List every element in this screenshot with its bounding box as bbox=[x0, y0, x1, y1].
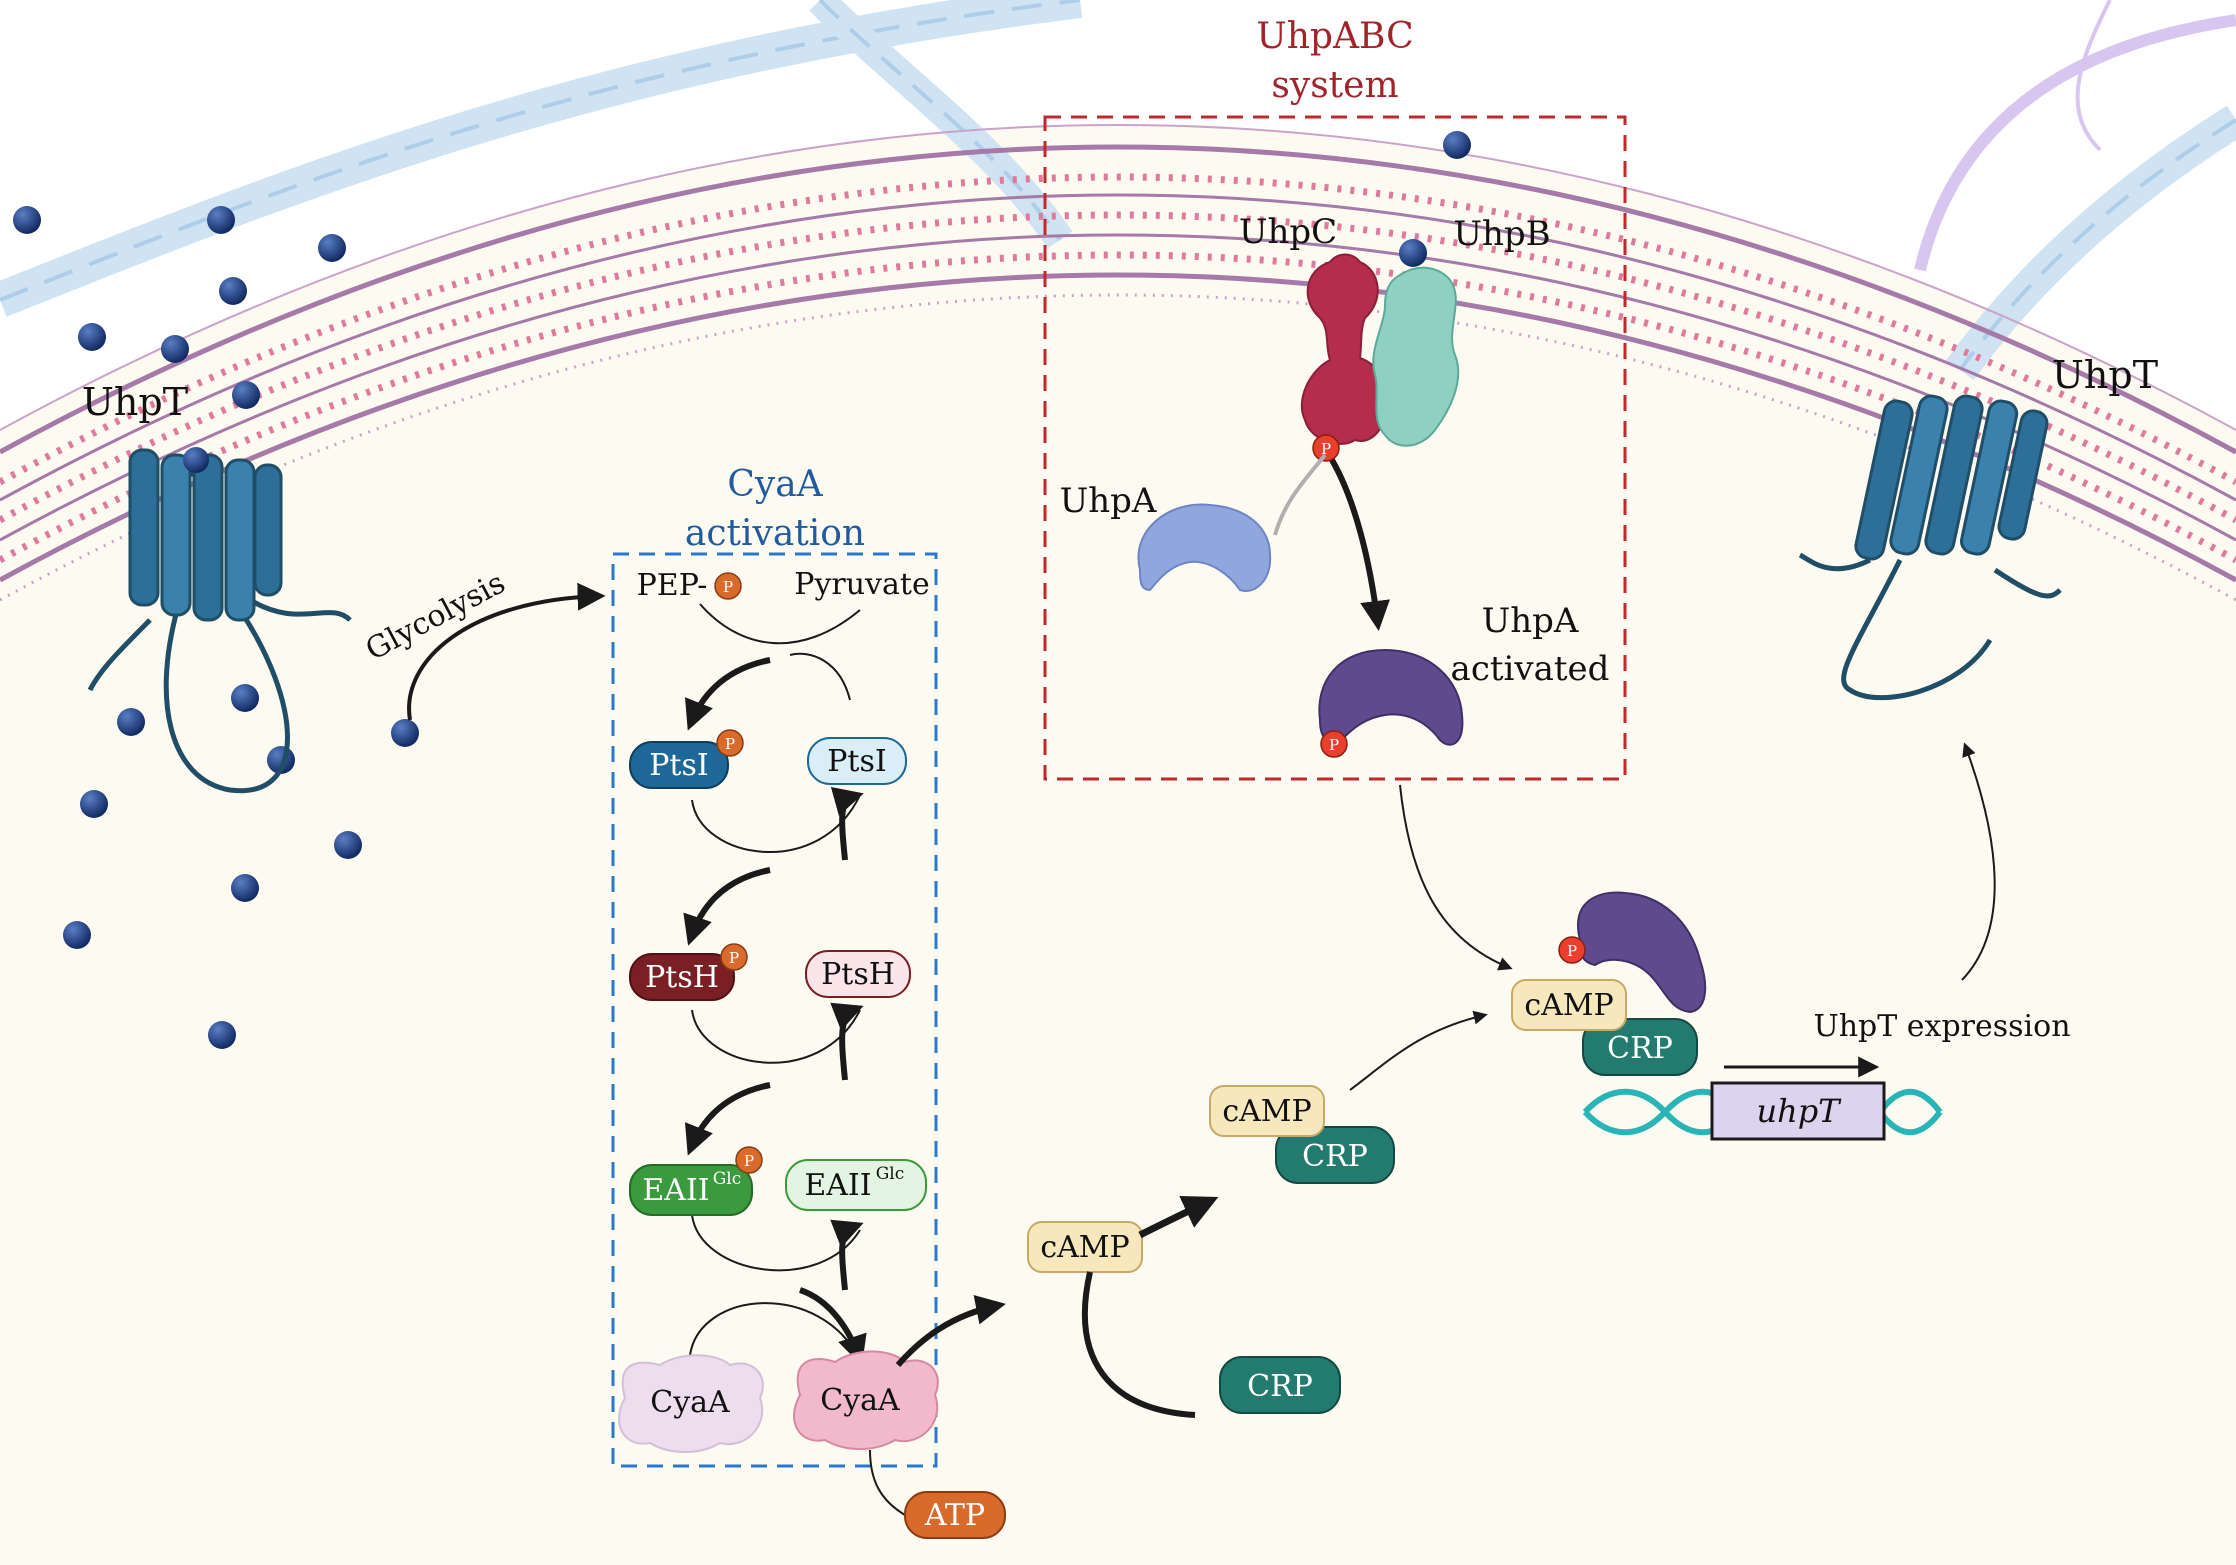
svg-text:CRP: CRP bbox=[1607, 1031, 1673, 1066]
svg-text:cAMP: cAMP bbox=[1040, 1230, 1129, 1265]
svg-text:Glc: Glc bbox=[876, 1164, 905, 1184]
pyruvate-label: Pyruvate bbox=[794, 567, 929, 602]
ptsh-phosphorylated: PtsH P bbox=[629, 943, 748, 1001]
complex-to-promoter-arrow bbox=[1349, 1010, 1488, 1091]
atp: ATP bbox=[869, 1449, 1006, 1539]
uhpabc-system-box bbox=[1043, 115, 1627, 781]
pep-phospho-badge: P bbox=[714, 572, 742, 600]
cyaa-active: CyaA bbox=[793, 1350, 939, 1450]
uhpa-protein bbox=[1137, 453, 1327, 592]
svg-text:P: P bbox=[725, 735, 735, 753]
svg-text:PtsI: PtsI bbox=[827, 744, 887, 779]
uhpa-activation-arrow bbox=[1329, 458, 1390, 631]
uhpc-label: UhpC bbox=[1239, 212, 1337, 252]
svg-text:EAII: EAII bbox=[804, 1168, 871, 1203]
uhpa-to-promoter-arrow bbox=[1399, 784, 1513, 971]
svg-text:P: P bbox=[1567, 942, 1577, 960]
cyaa-activation-title-line2: activation bbox=[685, 513, 865, 554]
svg-text:CRP: CRP bbox=[1247, 1369, 1313, 1404]
svg-text:PtsI: PtsI bbox=[649, 748, 709, 783]
uhpt-gene: uhpT bbox=[1710, 1081, 1886, 1141]
uhpt-synthesis-arrow bbox=[1961, 742, 1996, 981]
svg-text:uhpT: uhpT bbox=[1756, 1092, 1842, 1130]
glucose-6-phosphate-molecules bbox=[13, 131, 1471, 1049]
uhpt-left-label: UhpT bbox=[82, 380, 188, 424]
svg-text:P: P bbox=[744, 1152, 754, 1170]
svg-text:Glc: Glc bbox=[713, 1169, 742, 1189]
svg-text:cAMP: cAMP bbox=[1524, 988, 1613, 1023]
camp-free: cAMP bbox=[1027, 1221, 1143, 1273]
uhpa-activated-protein: P bbox=[1318, 648, 1464, 758]
uhpt-right-label: UhpT bbox=[2052, 353, 2158, 397]
svg-text:P: P bbox=[723, 578, 733, 596]
uhpabc-title-line2: system bbox=[1271, 65, 1398, 106]
pts-cascade-arrows bbox=[683, 603, 867, 1366]
svg-text:CyaA: CyaA bbox=[820, 1383, 900, 1418]
ptsi-phosphorylated: PtsI P bbox=[629, 729, 744, 789]
uhpc-protein: P bbox=[1300, 253, 1390, 462]
cytoplasm bbox=[0, 125, 2236, 1565]
crp-binding-arrow bbox=[1081, 1271, 1196, 1418]
promoter-complex: P CRP cAMP bbox=[1511, 891, 1707, 1076]
pilus-fibers bbox=[0, 0, 2236, 381]
uhpt-transporter-left bbox=[87, 447, 352, 794]
pep-label: PEP- bbox=[637, 568, 708, 603]
uhpa-label: UhpA bbox=[1060, 481, 1157, 521]
crp-free: CRP bbox=[1219, 1356, 1341, 1414]
svg-text:P: P bbox=[1329, 736, 1339, 754]
svg-text:ATP: ATP bbox=[924, 1498, 985, 1533]
cyaa-activation-box bbox=[611, 552, 938, 1468]
uhpt-expression-label: UhpT expression bbox=[1813, 1009, 2070, 1044]
eaii-glc-phosphorylated: EAII Glc P bbox=[629, 1146, 763, 1216]
svg-text:EAII: EAII bbox=[642, 1173, 709, 1208]
uhpb-label: UhpB bbox=[1453, 214, 1550, 254]
uhpabc-title-line1: UhpABC bbox=[1256, 16, 1413, 57]
uhpa-activated-label-line1: UhpA bbox=[1482, 601, 1579, 641]
camp-crp-complex: CRP cAMP bbox=[1209, 1085, 1395, 1184]
eaii-glc: EAII Glc bbox=[785, 1159, 927, 1211]
uhpb-protein bbox=[1372, 266, 1460, 447]
uhpa-activated-label-line2: activated bbox=[1451, 649, 1610, 689]
cyaa-activation-title-line1: CyaA bbox=[727, 464, 823, 505]
svg-text:CRP: CRP bbox=[1302, 1139, 1368, 1174]
svg-text:PtsH: PtsH bbox=[645, 960, 719, 995]
ptsi: PtsI bbox=[807, 737, 907, 785]
svg-text:PtsH: PtsH bbox=[821, 957, 895, 992]
svg-text:P: P bbox=[1321, 440, 1331, 458]
cyaa-inactive: CyaA bbox=[618, 1354, 764, 1453]
camp-crp-arrow bbox=[1138, 1196, 1219, 1239]
svg-text:cAMP: cAMP bbox=[1222, 1094, 1311, 1129]
glycolysis-arrow bbox=[407, 582, 606, 721]
uhpt-transporter-right bbox=[1798, 394, 2062, 701]
svg-text:P: P bbox=[729, 949, 739, 967]
camp-production-arrow bbox=[895, 1295, 1006, 1367]
ptsh: PtsH bbox=[805, 950, 911, 998]
svg-text:CyaA: CyaA bbox=[650, 1385, 730, 1420]
